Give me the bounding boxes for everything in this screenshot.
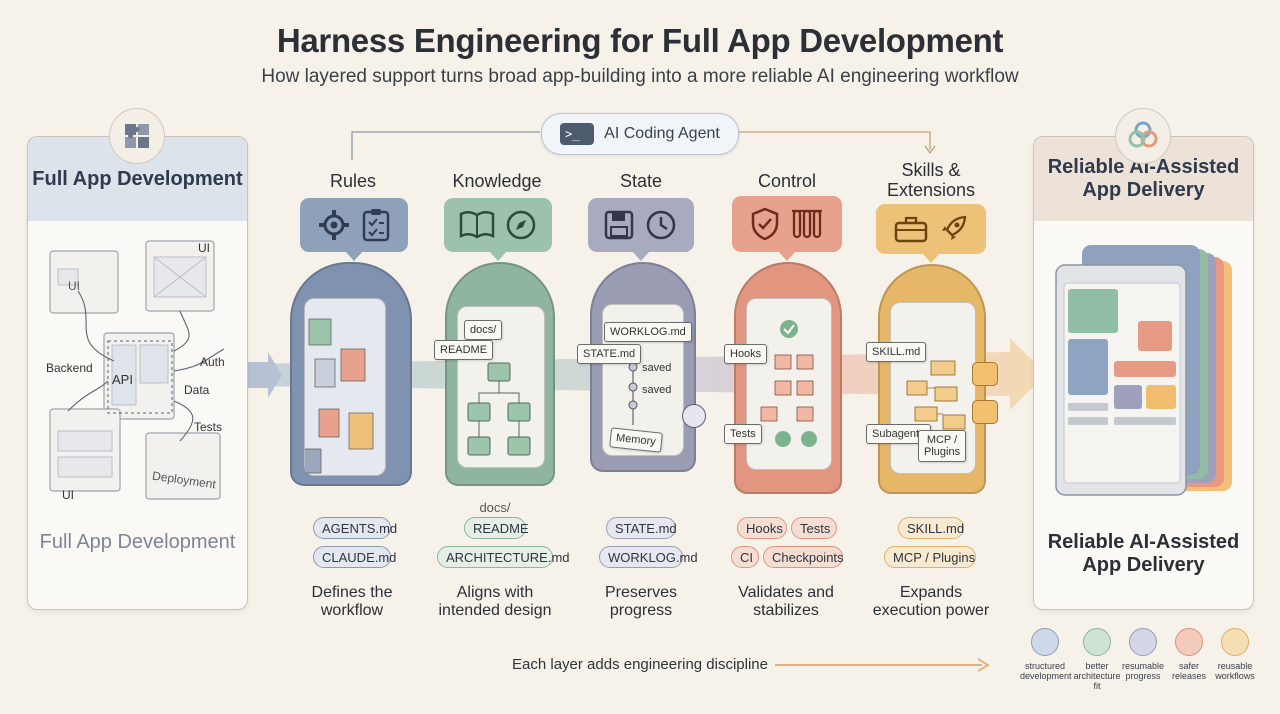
knowledge-tag-docs: docs/ bbox=[464, 320, 503, 340]
test-tubes-icon bbox=[792, 209, 822, 239]
skills-icon-bubble bbox=[876, 204, 986, 263]
knowledge-device bbox=[445, 262, 555, 486]
control-screen-content bbox=[760, 320, 817, 447]
sketch-label-data: Data bbox=[184, 383, 210, 397]
benefit-safer-releases: safer releases bbox=[1164, 628, 1214, 681]
rules-device bbox=[290, 262, 412, 486]
layer-title-state: State bbox=[619, 171, 663, 191]
terminal-icon: >_ bbox=[560, 123, 595, 145]
chip-skill-md: SKILL.md bbox=[898, 517, 964, 539]
skills-tag-skill: SKILL.md bbox=[866, 342, 927, 362]
page-title: Harness Engineering for Full App Develop… bbox=[276, 22, 1004, 59]
left-panel: Full App Development bbox=[27, 136, 248, 610]
chip-hooks: Hooks bbox=[737, 517, 787, 539]
checklist-icon bbox=[362, 209, 390, 242]
state-clock-knob bbox=[682, 404, 706, 428]
layer-title-rules: Rules bbox=[329, 171, 377, 191]
control-device bbox=[734, 262, 842, 494]
skills-tag-subagents: Subagents bbox=[866, 424, 931, 444]
knowledge-tag-readme: README bbox=[434, 340, 494, 360]
footer-caption: Each layer adds engineering discipline bbox=[512, 656, 768, 673]
benefit-better-architecture-fit: better architecture fit bbox=[1072, 628, 1122, 691]
state-timeline bbox=[628, 355, 638, 425]
state-tag-worklog: WORKLOG.md bbox=[604, 322, 692, 342]
chip-readme: README bbox=[464, 517, 529, 539]
shield-icon bbox=[1175, 628, 1203, 656]
sketch-label-backend: Backend bbox=[46, 361, 93, 375]
right-panel-footer: Reliable AI-Assisted App Delivery bbox=[1047, 531, 1240, 576]
chip-mcp-plugins: MCP / Plugins bbox=[884, 546, 976, 568]
stacked-app-graphic bbox=[1055, 245, 1232, 496]
gear-icon bbox=[319, 210, 349, 240]
chip-worklog-md: WORKLOG.md bbox=[599, 546, 698, 568]
layer-title-control: Control bbox=[757, 171, 817, 191]
chip-tests: Tests bbox=[791, 517, 837, 539]
ai-coding-agent-pill: >_ AI Coding Agent bbox=[541, 113, 739, 155]
compass-icon bbox=[506, 210, 536, 240]
chip-ci: CI bbox=[731, 546, 759, 568]
control-tag-hooks: Hooks bbox=[724, 344, 768, 364]
chip-agents-md: AGENTS.md bbox=[313, 517, 397, 539]
refresh-icon bbox=[1221, 628, 1249, 656]
chip-architecture-md: ARCHITECTURE.md bbox=[437, 546, 570, 568]
state-tag-saved-2: saved bbox=[642, 384, 672, 396]
page-subtitle: How layered support turns broad app-buil… bbox=[261, 66, 1019, 87]
floppy-disk-icon bbox=[604, 210, 634, 240]
benefit-structured-development: structured development bbox=[1020, 628, 1072, 681]
skills-screen-content bbox=[906, 360, 966, 430]
desc-skills: Expands execution power bbox=[872, 584, 990, 619]
shield-check-icon bbox=[751, 207, 779, 241]
openai-knot-icon bbox=[1115, 108, 1171, 164]
skills-link-icon bbox=[972, 362, 998, 386]
chip-checkpoints: Checkpoints bbox=[763, 546, 844, 568]
knowledge-icon-bubble bbox=[444, 198, 552, 261]
rules-icon-bubble bbox=[300, 198, 408, 261]
chip-state-md: STATE.md bbox=[606, 517, 677, 539]
layer-title-skills: Skills & Extensions bbox=[886, 160, 976, 200]
toolbox-icon bbox=[894, 216, 928, 243]
state-icon-bubble bbox=[588, 198, 694, 261]
benefit-reusable-workflows: reusable workflows bbox=[1210, 628, 1260, 681]
benefit-resumable-progress: resumable progress bbox=[1118, 628, 1168, 681]
puzzle-icon bbox=[109, 108, 165, 164]
sketch-label-ui-3: UI bbox=[62, 488, 74, 502]
skills-screen bbox=[890, 302, 976, 474]
desc-rules: Defines the workflow bbox=[311, 584, 393, 619]
left-panel-footer: Full App Development bbox=[39, 531, 236, 553]
architecture-icon bbox=[1083, 628, 1111, 656]
app-sketch bbox=[49, 240, 225, 500]
clock-icon bbox=[646, 210, 676, 240]
pause-icon bbox=[1129, 628, 1157, 656]
sketch-label-auth: Auth bbox=[200, 355, 225, 369]
rules-screen bbox=[298, 298, 386, 476]
control-tag-tests: Tests bbox=[724, 424, 762, 444]
book-icon bbox=[459, 211, 495, 239]
layer-title-knowledge: Knowledge bbox=[452, 171, 542, 191]
sketch-label-api: API bbox=[112, 372, 133, 387]
knowledge-flowchart bbox=[467, 362, 531, 456]
state-tag-state: STATE.md bbox=[577, 344, 642, 364]
control-icon-bubble bbox=[732, 196, 842, 261]
desc-state: Preserves progress bbox=[604, 584, 678, 619]
sketch-label-ui-2: UI bbox=[198, 241, 210, 255]
desc-knowledge: Aligns with intended design bbox=[438, 584, 552, 619]
right-panel: Reliable AI-Assisted App Delivery Reliab… bbox=[1033, 136, 1254, 610]
skills-tag-mcp: MCP / Plugins bbox=[918, 430, 966, 462]
structure-icon bbox=[1031, 628, 1059, 656]
state-tag-saved-1: saved bbox=[642, 362, 672, 374]
chip-claude-md: CLAUDE.md bbox=[313, 546, 396, 568]
sketch-label-tests: Tests bbox=[194, 420, 223, 434]
control-screen bbox=[746, 298, 832, 470]
knowledge-small-label: docs/ bbox=[479, 500, 511, 515]
rocket-icon bbox=[942, 215, 967, 240]
agent-label: AI Coding Agent bbox=[604, 125, 720, 142]
skills-gear-icon bbox=[972, 400, 998, 424]
desc-control: Validates and stabilizes bbox=[738, 584, 834, 619]
sketch-label-ui-1: UI bbox=[68, 279, 80, 293]
rules-screen-cards bbox=[298, 318, 374, 474]
